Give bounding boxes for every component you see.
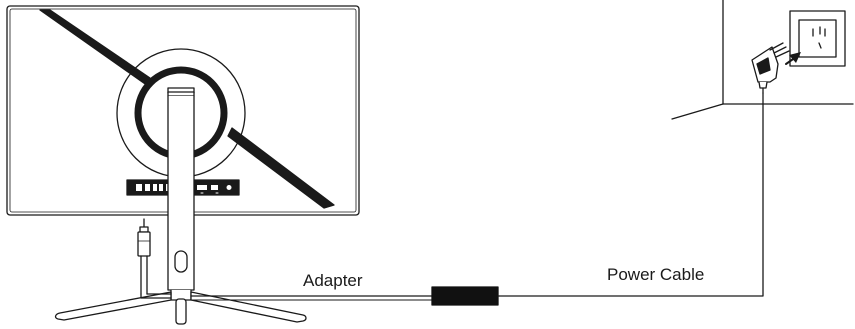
adapter-cable xyxy=(190,295,433,301)
diagonal-light-strip-upper xyxy=(39,9,151,87)
diagonal-light-strip-lower xyxy=(227,127,335,209)
adapter-label: Adapter xyxy=(303,271,363,290)
stand-column xyxy=(167,87,195,301)
wall-corner xyxy=(671,0,854,120)
dc-barrel-plug-icon xyxy=(137,218,172,299)
monitor-rear-view xyxy=(6,5,360,325)
power-cable-label: Power Cable xyxy=(607,265,705,284)
power-adapter-brick xyxy=(431,286,499,306)
insert-arrow-icon xyxy=(785,52,801,65)
tripod-base xyxy=(54,291,307,325)
wall-outlet-icon xyxy=(789,10,846,67)
power-cable xyxy=(497,92,764,297)
wall-plug-icon xyxy=(751,42,790,94)
cable-management-slot xyxy=(174,250,188,273)
